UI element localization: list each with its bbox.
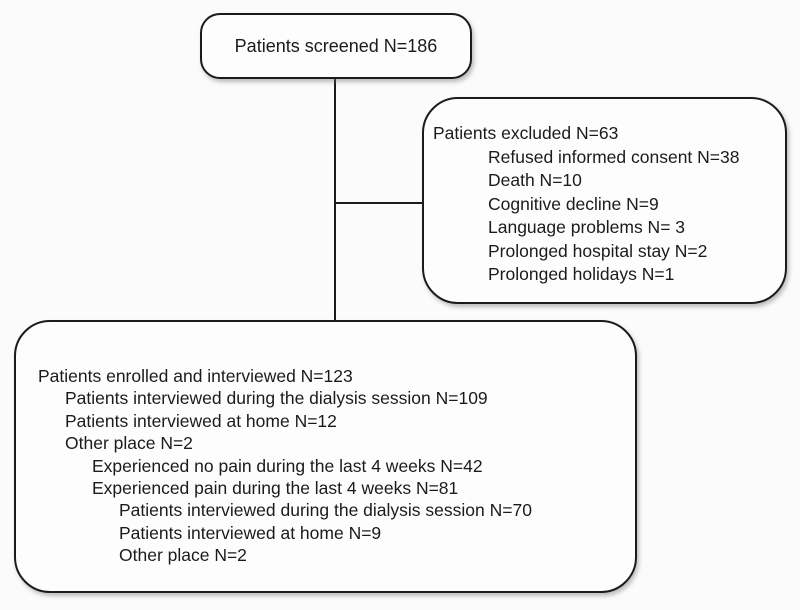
flow-line: Refused informed consent N=38 — [488, 146, 740, 167]
connector-horizontal-line — [335, 202, 422, 204]
screened-box: Patients screened N=186 — [200, 13, 472, 79]
flow-line: Prolonged hospital stay N=2 — [488, 240, 708, 261]
screened-box-title: Patients screened N=186 — [234, 35, 438, 56]
flow-line: Patients excluded N=63 — [433, 123, 619, 143]
flow-line: Language problems N= 3 — [488, 217, 686, 237]
flow-line: Experienced no pain during the last 4 we… — [92, 455, 483, 476]
flow-line: Other place N=2 — [119, 545, 247, 566]
connector-vertical-line — [334, 78, 336, 323]
flow-line: Prolonged holidays N=1 — [488, 264, 675, 284]
flow-line: Death N=10 — [488, 170, 582, 190]
flow-line: Experienced pain during the last 4 weeks… — [92, 478, 459, 499]
flow-line: Other place N=2 — [65, 433, 193, 454]
flow-line: Cognitive decline N=9 — [488, 193, 659, 214]
flow-line: Patients interviewed during the dialysis… — [65, 388, 488, 409]
flow-line: Patients interviewed at home N=9 — [119, 522, 382, 543]
flow-line: Patients interviewed at home N=12 — [65, 410, 337, 431]
flow-line: Patients interviewed during the dialysis… — [119, 500, 532, 521]
flow-line: Patients enrolled and interviewed N=123 — [38, 366, 353, 386]
